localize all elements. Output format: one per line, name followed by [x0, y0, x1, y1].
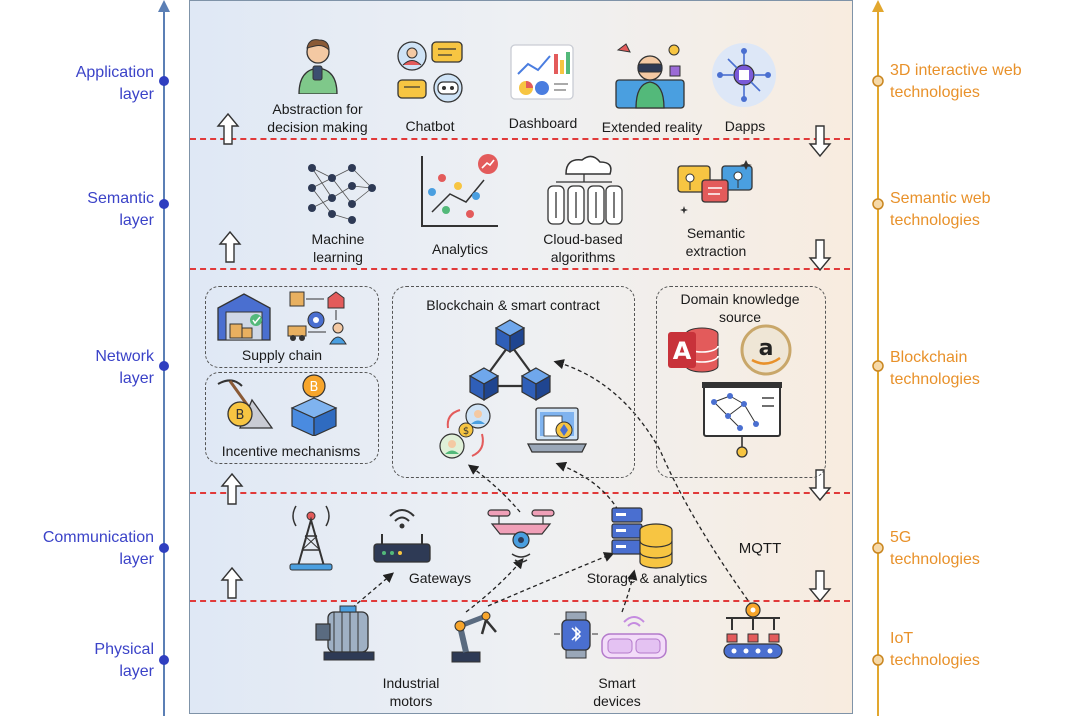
chatbot-icon: [397, 41, 463, 103]
layer-separator: [190, 138, 850, 140]
conveyor-robot-icon: [723, 602, 783, 659]
vr-headset-icon: [601, 616, 667, 659]
connection-storage-blockchain: [555, 461, 619, 511]
tech-dot: [872, 654, 884, 666]
layer-separator: [190, 600, 850, 602]
layer-dot: [159, 199, 169, 209]
left-axis: [158, 0, 170, 716]
incentive-box: [205, 372, 379, 464]
router-icon: [373, 509, 431, 563]
layer-dot: [159, 543, 169, 553]
tech-dot: [872, 542, 884, 554]
amazon-logo-icon: a: [740, 324, 792, 376]
svg-text:B: B: [236, 408, 245, 423]
cell-tower-icon: [289, 505, 333, 571]
right-axis: [872, 0, 884, 716]
svg-text:a: a: [759, 336, 774, 361]
blockchain-title: Blockchain & smart contract: [426, 297, 600, 313]
blockchain-cubes-icon: [468, 319, 552, 402]
svg-text:A: A: [673, 337, 692, 365]
gateways-caption: Gateways: [408, 570, 472, 586]
chatbot-caption: Chatbot: [405, 118, 455, 134]
layer-separator: [190, 492, 850, 494]
extended-reality-caption: Extended reality: [601, 119, 703, 135]
dapps-caption: Dapps: [724, 118, 766, 134]
supply-chain-box: [205, 286, 379, 368]
extended-reality-icon: [615, 43, 685, 109]
database-icon: A: [668, 327, 719, 373]
exchange-users-icon: $: [439, 403, 491, 459]
server-database-icon: [611, 507, 673, 569]
layer-dot: [159, 655, 169, 665]
dashboard-icon: [510, 44, 574, 100]
drone-icon: [487, 509, 555, 563]
dapps-icon: [712, 43, 776, 107]
layer-separator: [190, 268, 850, 270]
tech-dot: [872, 75, 884, 87]
semantic-extraction-icon: [677, 160, 753, 214]
dashboard-caption: Dashboard: [508, 115, 578, 131]
analytics-icon: [421, 154, 498, 227]
domain-knowledge-box: [656, 286, 826, 478]
person-phone-icon: [298, 39, 338, 94]
robot-arm-icon: [451, 611, 497, 663]
connection-robot-storage: [487, 552, 615, 607]
tech-dot: [872, 198, 884, 210]
warehouse-icon: [217, 293, 271, 341]
layer-dot: [159, 361, 169, 371]
analytics-caption: Analytics: [431, 241, 489, 257]
industrial-motor-icon: [315, 605, 375, 661]
connection-devices-storage: [621, 569, 638, 613]
logistics-flow-icon: [287, 291, 347, 345]
neural-network-icon: [308, 164, 376, 224]
connection-conveyor-blockchain: [553, 359, 753, 607]
incentive-caption: Incentive mechanisms: [221, 443, 361, 459]
blockchain-box: [392, 286, 635, 478]
smartwatch-icon: [554, 611, 598, 659]
layer-dot: [159, 76, 169, 86]
connection-robot-drone: [465, 558, 524, 613]
cloud-algorithms-icon: [547, 155, 623, 225]
bitcoin-cube-icon: B: [290, 374, 338, 436]
tech-dot: [872, 360, 884, 372]
mining-icon: B: [217, 379, 274, 429]
svg-text:$: $: [463, 426, 469, 437]
storage-caption: Storage & analytics: [586, 570, 708, 586]
connection-motor-gateway: [351, 572, 394, 609]
supply-chain-caption: Supply chain: [241, 347, 323, 363]
smart-contract-laptop-icon: [526, 407, 588, 453]
knowledge-graph-board-icon: [702, 382, 782, 458]
mqtt-label: MQTT: [738, 540, 782, 557]
svg-text:B: B: [310, 380, 319, 395]
